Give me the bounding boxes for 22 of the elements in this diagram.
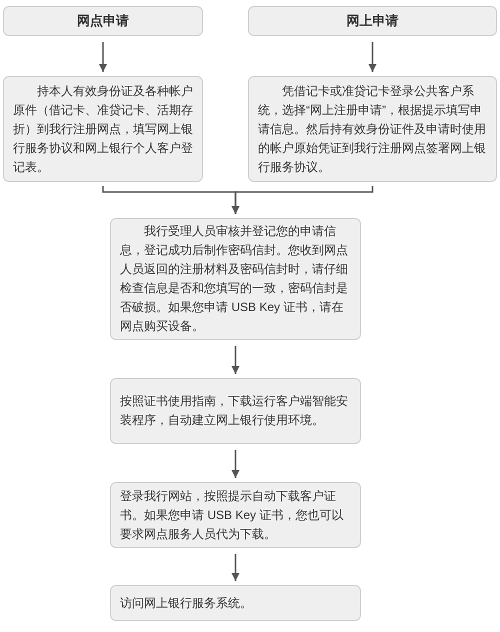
- box-text: 访问网上银行服务系统。: [120, 594, 253, 612]
- box-heading: 网上申请: [346, 12, 400, 30]
- arrow: [232, 554, 240, 581]
- process-box: [3, 6, 203, 36]
- process-box: [3, 76, 203, 182]
- arrow: [232, 450, 240, 478]
- box-text: 登录我行网站，按照提示自动下载客户证书。如果您申请 USB Key 证书，您也可以要求网点服务人员代为下载。: [120, 488, 344, 542]
- box-text: 凭借记卡或准贷记卡登录公共客户系统，选择“网上注册申请”，根据提示填写申请信息。然后持有效身份证件及申请时使用的帐户原始凭证到我行注册网点签署网上银行服务协议。: [258, 82, 487, 176]
- process-box: [110, 585, 361, 621]
- box-text: 按照证书使用指南，下载运行客户端智能安装程序，自动建立网上银行使用环境。: [120, 393, 349, 429]
- box-heading: 网点申请: [76, 12, 130, 30]
- process-box: [248, 6, 497, 36]
- box-text: 我行受理人员审核并登记您的申请信息，登记成功后制作密码信封。您收到网点人员返回的注册材料及密码信封时，请仔细检查信息是否和您填写的一致，密码信封是否破损。如果您申请 USB Key 证书，请在网点购买设备。: [120, 223, 349, 335]
- arrow: [232, 346, 240, 374]
- arrow: [99, 42, 107, 72]
- process-box: [110, 378, 361, 444]
- process-box: [110, 482, 361, 548]
- process-box: [110, 218, 361, 340]
- process-box: [248, 76, 497, 182]
- box-text: 持本人有效身份证及各种帐户原件（借记卡、准贷记卡、活期存折）到我行注册网点，填写网上银行服务协议和网上银行个人客户登记表。: [13, 82, 193, 176]
- arrow: [368, 42, 376, 72]
- arrow: [232, 186, 374, 214]
